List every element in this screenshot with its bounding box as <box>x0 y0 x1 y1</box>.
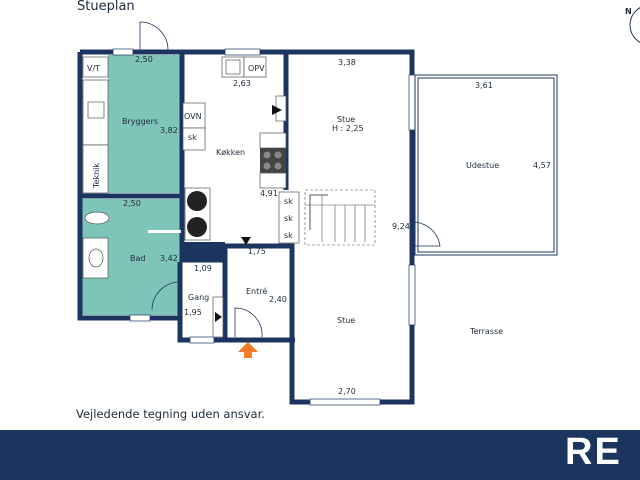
udestue-length: 4,57 <box>533 161 551 170</box>
room-labels: V/T Teknik 2,50 Bryggers 3,82 2,50 Bad 3… <box>87 55 551 396</box>
plan-title: Stueplan <box>77 0 135 14</box>
udestue-width: 3,61 <box>475 81 493 90</box>
brand-logo: RE <box>565 431 622 473</box>
label-ovn: OVN <box>184 112 202 121</box>
label-opv: OPV <box>248 64 265 73</box>
label-sk: sk <box>188 133 197 142</box>
label-ceiling-height: H : 2,25 <box>332 124 364 133</box>
floor-plan: Stueplan <box>76 0 640 421</box>
label-teknik: Teknik <box>92 163 101 189</box>
label-stue: Stue <box>337 115 355 124</box>
stue-width: 3,38 <box>338 58 356 67</box>
bryggers-length: 3,82 <box>160 126 178 135</box>
label-gang: Gang <box>188 293 209 302</box>
kokken-length: 4,91 <box>260 189 278 198</box>
staircase <box>304 189 376 246</box>
label-kokken: Køkken <box>216 148 245 157</box>
stue-length: 9,24 <box>392 222 410 231</box>
label-bad: Bad <box>130 254 145 263</box>
label-sk: sk <box>284 197 293 206</box>
label-stue-2: Stue <box>337 316 355 325</box>
bad-width: 2,50 <box>123 199 141 208</box>
walls <box>77 49 415 405</box>
label-terrasse: Terrasse <box>469 327 503 336</box>
bryggers-floor <box>108 55 181 193</box>
windows <box>112 48 416 406</box>
gang-length: 1,95 <box>184 308 202 317</box>
footer-band <box>0 430 640 480</box>
fixtures <box>82 56 300 338</box>
label-sk: sk <box>284 231 293 240</box>
label-udestue: Udestue <box>466 161 499 170</box>
kokken-width: 2,63 <box>233 79 251 88</box>
label-sk: sk <box>284 214 293 223</box>
label-entre: Entré <box>246 286 267 296</box>
bryggers-width: 2,50 <box>135 55 153 64</box>
compass-north-label: N <box>625 7 632 16</box>
entre-width: 1,75 <box>248 247 266 256</box>
disclaimer: Vejledende tegning uden ansvar. <box>76 407 265 421</box>
entrance-arrow <box>238 342 258 358</box>
label-vt: V/T <box>87 64 100 73</box>
udestue-outline <box>414 74 558 256</box>
stue-2-width: 2,70 <box>338 387 356 396</box>
bad-length: 3,42 <box>160 254 178 263</box>
gang-width: 1,09 <box>194 264 212 273</box>
entre-length: 2,40 <box>269 295 287 304</box>
compass-icon: N <box>625 7 640 43</box>
label-bryggers: Bryggers <box>122 117 158 126</box>
